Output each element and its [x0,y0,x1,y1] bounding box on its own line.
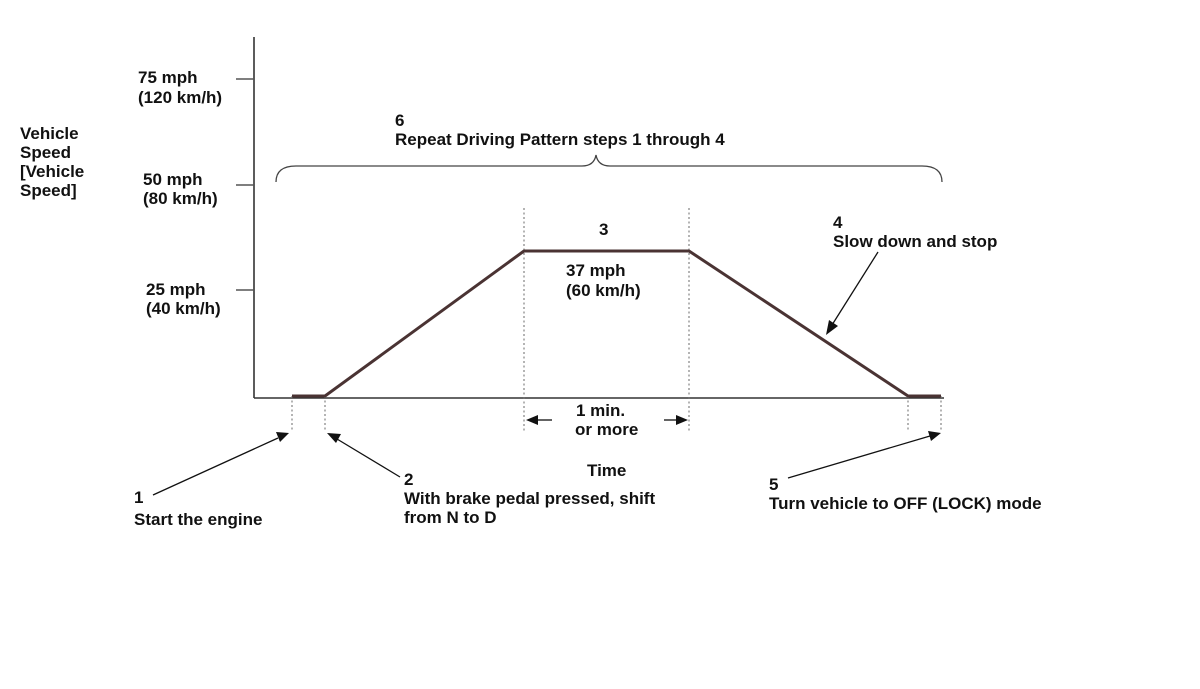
y-tick-label-25: 25 mph (40 km/h) [146,280,221,318]
step4-number: 4 [833,213,843,232]
tick-label-line: (40 km/h) [146,299,221,318]
step1-arrowhead [276,432,289,442]
y-tick-label-75: 75 mph (120 km/h) [138,68,222,107]
step6-label: Repeat Driving Pattern steps 1 through 4 [395,130,725,149]
step2-number: 2 [404,470,413,489]
x-axis-title: Time [587,461,626,480]
step2-label-line: from N to D [404,508,497,527]
speed-profile-line [292,249,941,398]
step3-speed-line: 37 mph [566,261,626,280]
step2-arrowhead [327,433,341,443]
duration-arrow-right-head [676,415,688,425]
step2-label-line: With brake pedal pressed, shift [404,489,655,508]
duration-label: 1 min. or more [575,401,638,439]
tick-label-line: 50 mph [143,170,203,189]
y-tick-label-50: 50 mph (80 km/h) [143,170,218,208]
step3-speed-line: (60 km/h) [566,281,641,300]
step5-pointer-line [787,435,931,479]
step1-number: 1 [134,488,143,507]
step1-pointer-line [152,437,279,496]
y-axis-title-line: [Vehicle [20,162,84,181]
step1-label: Start the engine [134,510,262,529]
tick-label-line: (80 km/h) [143,189,218,208]
step3-speed: 37 mph (60 km/h) [566,261,641,300]
step3-number: 3 [599,220,608,239]
step4-arrowhead [826,320,838,335]
y-axis-title-line: Speed [20,143,71,162]
y-axis-title-line: Vehicle [20,124,79,143]
duration-arrow-left-head [526,415,538,425]
step2-label: With brake pedal pressed, shift from N t… [404,489,660,527]
step2-pointer-line [336,438,401,478]
duration-line: or more [575,420,638,439]
y-axis-title-line: Speed] [20,181,77,200]
step4-pointer-line [831,251,879,326]
step6-number: 6 [395,111,404,130]
y-axis-title: Vehicle Speed [Vehicle Speed] [20,124,89,200]
duration-line: 1 min. [576,401,625,420]
tick-label-line: 25 mph [146,280,206,299]
step4-label: Slow down and stop [833,232,997,251]
step5-number: 5 [769,475,778,494]
tick-label-line: 75 mph [138,68,198,87]
step5-arrowhead [928,431,941,441]
tick-label-line: (120 km/h) [138,88,222,107]
step5-label: Turn vehicle to OFF (LOCK) mode [769,494,1042,513]
repeat-brace [275,154,943,183]
